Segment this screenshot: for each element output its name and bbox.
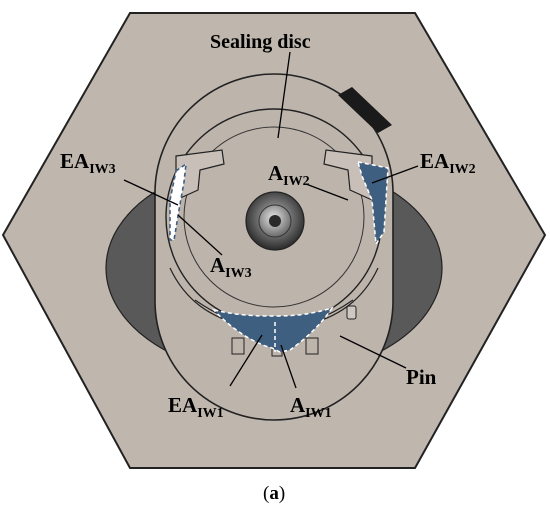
leader-ea-iw1	[229, 334, 263, 387]
area-iw2-highlight	[356, 161, 389, 247]
inner-ring	[183, 126, 365, 308]
tab-right	[305, 337, 319, 355]
leader-a-iw3	[177, 214, 223, 256]
area-iw1-highlight	[211, 306, 334, 353]
label-sealing-disc: Sealing disc	[210, 31, 311, 53]
leader-ea-iw3	[123, 179, 179, 206]
figure-caption: (a)	[263, 483, 285, 504]
leader-sealing-disc	[277, 51, 291, 139]
label-ea-iw3: EAIW3	[60, 149, 116, 177]
tab-left	[231, 337, 245, 355]
label-ea-iw2: EAIW2	[420, 149, 476, 177]
pin-shape	[346, 305, 357, 320]
leader-ea-iw2	[371, 165, 419, 184]
label-ea-iw1: EAIW1	[168, 393, 224, 421]
label-a-iw3: AIW3	[210, 253, 252, 281]
leader-pin	[339, 335, 407, 369]
label-a-iw2: AIW2	[268, 161, 310, 189]
label-a-iw1: AIW1	[290, 393, 332, 421]
hub-bore	[269, 215, 281, 227]
leader-a-iw1	[280, 344, 297, 389]
area-iw3-highlight	[169, 162, 187, 241]
black-strip	[338, 87, 392, 133]
leader-a-iw2	[305, 183, 349, 201]
label-pin: Pin	[406, 365, 437, 389]
